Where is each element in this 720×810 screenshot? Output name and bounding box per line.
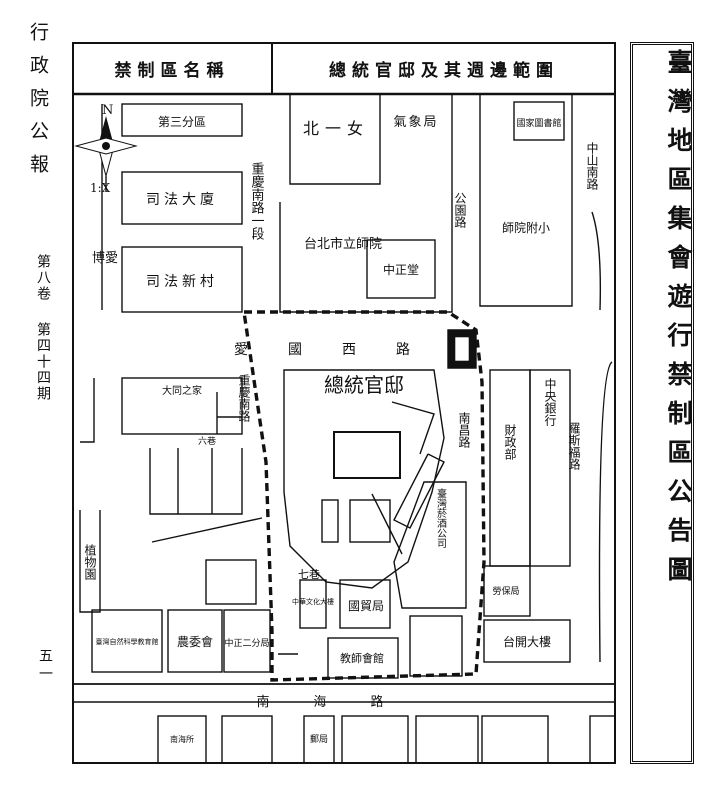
block-datong (121, 377, 243, 435)
zone-name-label: 禁制區名稱 (115, 60, 230, 81)
label-central-bank: 中央銀行 (543, 377, 557, 426)
restricted-zone-map: N 1:X 禁制區名稱 總統官邸及其週邊範圍 第三分區 司法大廈 司法新村 北一… (72, 42, 616, 764)
label-trade-bureau: 國貿局 (348, 599, 384, 613)
label-third-district: 第三分區 (158, 115, 206, 129)
label-national-library: 國家圖書館 (516, 117, 561, 129)
label-weather-bureau: 氣象局 (393, 115, 438, 130)
road-boai: 博愛 (92, 251, 118, 266)
label-datong: 大同之家 (162, 384, 202, 397)
block-zz-branch (223, 609, 271, 673)
block-official-residence (283, 369, 445, 589)
label-nanhai-center: 南海所 (170, 734, 194, 744)
label-tobacco-wine: 臺灣菸酒公司 (435, 487, 447, 548)
label-chinese-culture: 中華文化大樓 (292, 597, 334, 606)
gazette-title: 行政院公報 (27, 22, 49, 187)
block-trade-bureau (339, 579, 391, 629)
map-title-box: 臺灣地區集會遊行禁制區公告圖 (630, 42, 694, 764)
map-title: 臺灣地區集會遊行禁制區公告圖 (664, 49, 693, 595)
gazette-issue: 第四十四期 (35, 322, 51, 402)
map-frame (72, 42, 616, 764)
label-finance-ministry: 財政部 (503, 423, 517, 460)
gazette-page-number: 五一 (37, 648, 53, 684)
label-tp-teachers: 台北市立師院 (304, 236, 382, 252)
label-judicial-building: 司法大廈 (146, 191, 218, 208)
block-hongkong-bld (483, 619, 571, 663)
block-ag-council (167, 609, 223, 673)
block-nanhai-center (157, 715, 207, 764)
restricted-boundary (242, 310, 486, 682)
road-aiguo-west: 愛國西路 (234, 342, 450, 358)
label-zz-branch: 中正二分局 (224, 637, 269, 649)
block-zhongzheng-hall (366, 239, 436, 299)
gazette-volume: 第八卷 (35, 254, 51, 302)
zone-name-value: 總統官邸及其週邊範圍 (329, 60, 559, 81)
road-roosevelt: 羅斯福路 (567, 422, 581, 471)
road-park: 公園路 (453, 192, 467, 229)
block-science-museum (91, 609, 163, 673)
block-national-library (513, 101, 565, 141)
road-nanhai: 南海路 (256, 694, 427, 710)
north-arrow-icon: N 1:X (74, 103, 138, 195)
road-zhongshan-south: 中山南路 (585, 141, 599, 191)
north-label: N (102, 103, 113, 118)
label-beiyi-nu: 北一女 (303, 119, 369, 138)
label-ag-council: 農委會 (177, 635, 213, 649)
road-chongqing-south: 重慶南路一段 (249, 161, 265, 240)
label-labor-insurance: 勞保局 (492, 585, 519, 597)
label-post-office: 郵局 (310, 733, 328, 745)
block-post-office (303, 715, 335, 764)
block-third-district (121, 103, 243, 137)
road-chongqing-south-lower: 重慶南路 (237, 374, 251, 423)
block-labor-insurance (483, 565, 531, 617)
block-central-bank (529, 369, 571, 567)
label-hongkong-bld: 台開大樓 (503, 634, 551, 649)
label-science-museum: 臺灣自然科學教育館 (96, 637, 159, 646)
block-judicial-building (121, 171, 243, 225)
label-botanical: 植物園 (83, 543, 97, 580)
road-alley-6: 六巷 (198, 435, 216, 447)
block-chinese-culture (299, 579, 327, 629)
label-zhongzheng-hall: 中正堂 (383, 262, 419, 277)
road-nanchang: 南昌路 (457, 411, 471, 449)
scale-label: 1:X (90, 181, 111, 195)
label-teachers-hall: 教師會館 (340, 651, 384, 665)
label-normal-affiliate: 師院附小 (502, 221, 550, 235)
block-judicial-village (121, 246, 243, 313)
road-alley-7: 七巷 (298, 568, 320, 581)
block-finance-ministry (489, 369, 531, 567)
label-official-residence: 總統官邸 (324, 373, 404, 397)
label-judicial-village: 司法新村 (146, 274, 218, 290)
